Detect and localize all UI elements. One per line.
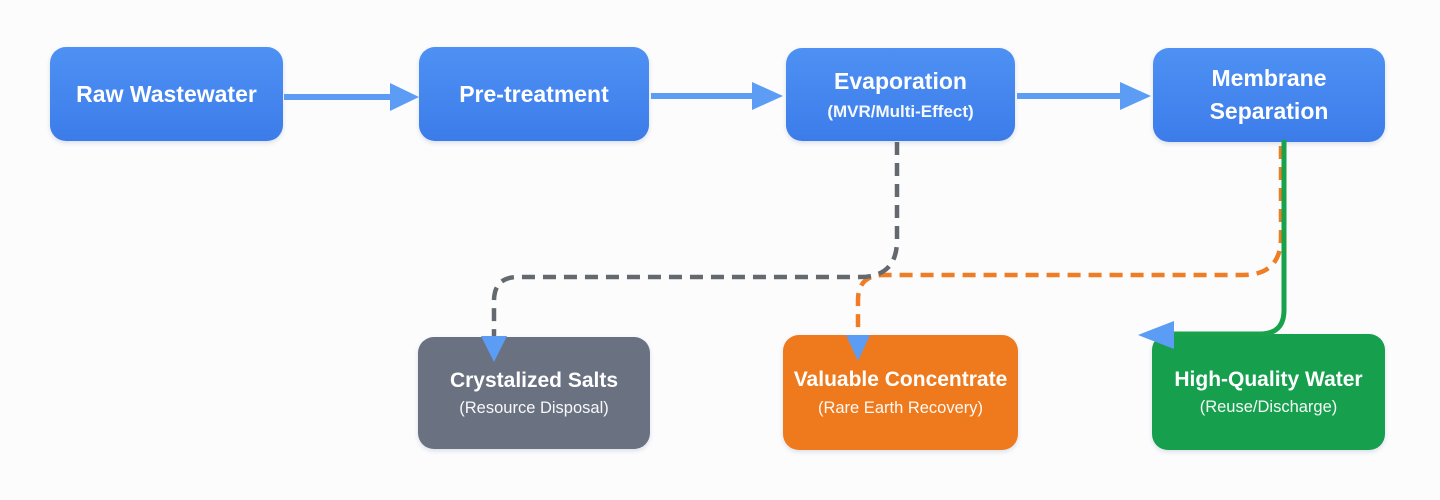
node-evaporation: Evaporation (MVR/Multi-Effect) [786,48,1015,141]
connector-membrane-to-concentrate [855,146,1284,335]
node-subtitle: (MVR/Multi-Effect) [827,101,974,121]
node-title: Valuable Concentrate [793,368,1008,392]
flow-arrowhead-icon [390,83,419,111]
node-pre-treatment: Pre-treatment [419,47,649,141]
node-subtitle: (Rare Earth Recovery) [817,398,984,417]
node-crystalized-salts: Crystalized Salts (Resource Disposal) [418,337,650,449]
node-raw-wastewater: Raw Wastewater [50,47,283,141]
node-title: Crystalized Salts [449,368,619,392]
node-title: Membrane Separation [1209,65,1329,124]
connector-evaporation-to-salts [491,142,900,336]
node-subtitle: (Resource Disposal) [459,399,609,418]
node-membrane-separation: Membrane Separation [1153,48,1385,142]
node-title: Pre-treatment [459,80,609,107]
node-title: Raw Wastewater [76,80,257,107]
flow-arrowhead-icon [752,82,783,110]
node-valuable-concentrate: Valuable Concentrate (Rare Earth Recover… [783,335,1018,450]
connector-membrane-to-water [1171,139,1287,337]
node-subtitle: (Reuse/Discharge) [1199,398,1338,417]
node-title: High-Quality Water [1174,367,1363,391]
node-high-quality-water: High-Quality Water (Reuse/Discharge) [1152,334,1385,450]
flow-arrowhead-icon [1120,82,1151,110]
node-title: Evaporation [834,68,967,95]
